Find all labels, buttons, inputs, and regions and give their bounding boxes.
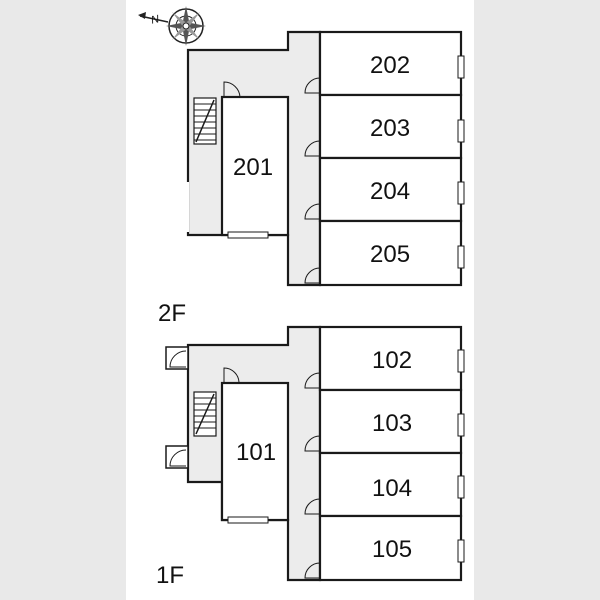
compass-icon: N xyxy=(138,6,206,46)
window-105 xyxy=(457,539,465,563)
room-104 xyxy=(318,451,463,518)
room-label-202: 202 xyxy=(370,52,410,79)
staircase-2f-icon xyxy=(193,97,217,145)
room-label-101: 101 xyxy=(236,439,276,466)
room-205 xyxy=(318,219,463,287)
door-104-icon xyxy=(304,498,321,515)
compass-north-label: N xyxy=(150,13,160,26)
door-205-icon xyxy=(304,267,321,284)
entrance-upper-1f xyxy=(165,346,189,370)
room-102 xyxy=(318,325,463,392)
door-105-icon xyxy=(304,562,321,579)
window-104 xyxy=(457,475,465,499)
door-201-icon xyxy=(223,81,241,98)
window-201 xyxy=(227,231,269,239)
room-203 xyxy=(318,93,463,160)
window-202 xyxy=(457,55,465,79)
staircase-1f-icon xyxy=(193,391,217,437)
window-203 xyxy=(457,119,465,143)
room-202 xyxy=(318,30,463,97)
door-202-icon xyxy=(304,77,321,94)
window-102 xyxy=(457,349,465,373)
floor-2f: 201 202 203 204 205 2F xyxy=(158,30,465,327)
door-103-icon xyxy=(304,435,321,452)
room-201 xyxy=(220,95,290,237)
room-label-103: 103 xyxy=(372,410,412,437)
room-label-201: 201 xyxy=(233,154,273,181)
door-203-icon xyxy=(304,140,321,157)
entrance-lower-1f xyxy=(165,445,189,469)
window-101 xyxy=(227,516,269,524)
floor-label-1f: 1F xyxy=(156,562,184,589)
door-102-icon xyxy=(304,372,321,389)
room-label-104: 104 xyxy=(372,475,412,502)
window-204 xyxy=(457,181,465,205)
room-label-105: 105 xyxy=(372,536,412,563)
room-103 xyxy=(318,388,463,455)
window-103 xyxy=(457,413,465,437)
room-label-102: 102 xyxy=(372,347,412,374)
room-105 xyxy=(318,514,463,582)
window-205 xyxy=(457,245,465,269)
door-101-icon xyxy=(223,367,240,384)
room-label-205: 205 xyxy=(370,241,410,268)
floor-1f: 101 102 103 104 105 1F xyxy=(156,325,465,589)
room-label-204: 204 xyxy=(370,178,410,205)
door-204-icon xyxy=(304,203,321,220)
floor-label-2f: 2F xyxy=(158,300,186,327)
room-label-203: 203 xyxy=(370,115,410,142)
room-101 xyxy=(220,381,290,522)
